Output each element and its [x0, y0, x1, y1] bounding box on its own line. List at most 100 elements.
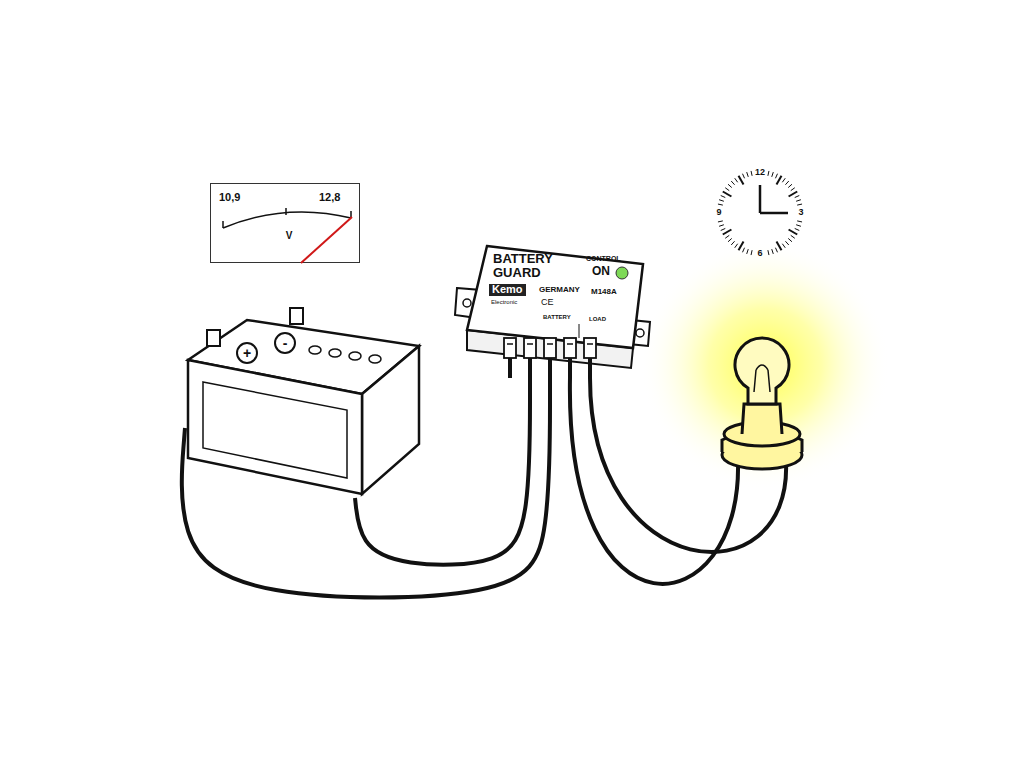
clock-tick: [743, 248, 745, 253]
screw-terminal: [564, 338, 576, 358]
clock-tick: [751, 171, 752, 176]
clock-tick: [788, 238, 792, 241]
battery-panel: [203, 382, 347, 478]
cell-cap: [309, 346, 321, 354]
terminal-screw: [507, 343, 513, 345]
scale-min: 10,9: [219, 192, 240, 204]
node-outline: [712, 165, 808, 261]
terminal-screw: [587, 343, 593, 345]
clock-tick: [735, 178, 738, 182]
clock-tick: [777, 176, 782, 185]
clock-tick: [728, 238, 732, 241]
clock-number: 3: [798, 208, 803, 217]
clock-tick: [731, 241, 734, 245]
clock-hand: [760, 212, 788, 215]
clock-tick: [723, 192, 732, 197]
clock-tick: [782, 178, 785, 182]
clock-tick: [789, 230, 798, 235]
clock-tick: [782, 244, 785, 248]
clock-tick: [728, 184, 732, 187]
clock-hand: [759, 185, 762, 213]
battery: +-: [185, 298, 422, 498]
ce-mark: CE: [541, 298, 554, 307]
clock-face: 12 3 6 9: [712, 165, 808, 261]
battery-post: [290, 308, 303, 324]
clock-tick: [718, 204, 723, 205]
terminal-screw: [527, 343, 533, 345]
battery-front: [188, 360, 362, 494]
clock-tick: [796, 225, 801, 227]
lamp-socket: [722, 404, 802, 469]
socket-body: [742, 404, 782, 434]
clock-tick: [795, 228, 800, 230]
battery-side: [362, 346, 419, 494]
clock-tick: [723, 230, 732, 235]
bulb-filament: [754, 365, 770, 392]
scale-tick: [285, 208, 287, 215]
bulb-glass: [735, 338, 789, 404]
clock-tick: [725, 188, 729, 191]
clock-number: 6: [757, 249, 762, 258]
screw-terminal: [544, 338, 556, 358]
clock-tick: [721, 228, 726, 230]
clock-tick: [795, 196, 800, 198]
clock-tick: [731, 181, 734, 185]
model-number: M148A: [591, 288, 617, 296]
meter-needle: [301, 217, 352, 263]
screw-terminal: [584, 338, 596, 358]
clock-tick: [743, 174, 745, 179]
clock-tick: [751, 250, 752, 255]
clock-tick: [791, 188, 795, 191]
mounting-hole: [636, 329, 644, 337]
clock-number: 9: [716, 208, 721, 217]
terminal-label: LOAD: [589, 316, 606, 322]
cell-cap: [369, 355, 381, 363]
clock-tick: [775, 174, 777, 179]
mounting-hole: [463, 299, 471, 307]
terminal-screw: [567, 343, 573, 345]
clock-tick: [739, 242, 744, 251]
clock-tick: [719, 200, 724, 202]
module-top: [467, 246, 643, 348]
polarity-sign: -: [283, 336, 288, 351]
clock-tick: [777, 242, 782, 251]
terminal-screw: [547, 343, 553, 345]
clock-number: 12: [755, 168, 765, 177]
polarity-sign: +: [243, 346, 251, 361]
node-outline: [185, 298, 422, 498]
clock-tick: [735, 244, 738, 248]
clock-tick: [721, 196, 726, 198]
terminal-marker: [237, 343, 257, 363]
clock-tick: [768, 171, 769, 176]
on-label: ON: [592, 265, 610, 278]
clock-tick: [785, 181, 788, 185]
status-led: [616, 267, 628, 279]
battery-guard-module: BATTERY GUARDCONTROLONKemoElectronicGERM…: [455, 240, 650, 378]
clock-tick: [791, 235, 795, 238]
voltmeter-panel: 10,9 12,8V: [210, 183, 360, 263]
terminal-marker: [275, 333, 295, 353]
clock-tick: [725, 235, 729, 238]
meter-scale: [223, 212, 351, 228]
country-label: GERMANY: [539, 286, 580, 294]
battery-post: [207, 330, 220, 346]
unit-label: V: [286, 231, 293, 242]
scale-tick: [222, 221, 224, 228]
clock-tick: [747, 172, 749, 177]
scale-max: 12,8: [319, 192, 340, 204]
screw-terminal: [504, 338, 516, 358]
clock-tick: [785, 241, 788, 245]
clock-tick: [719, 225, 724, 227]
clock-tick: [775, 248, 777, 253]
brand-subtitle: Electronic: [491, 299, 517, 305]
cell-cap: [329, 349, 341, 357]
screw-terminal: [524, 338, 536, 358]
control-label: CONTROL: [586, 255, 621, 262]
clock-tick: [797, 221, 802, 222]
light-glow: [640, 240, 890, 490]
clock-tick: [772, 249, 774, 254]
terminal-label: BATTERY: [543, 314, 571, 320]
